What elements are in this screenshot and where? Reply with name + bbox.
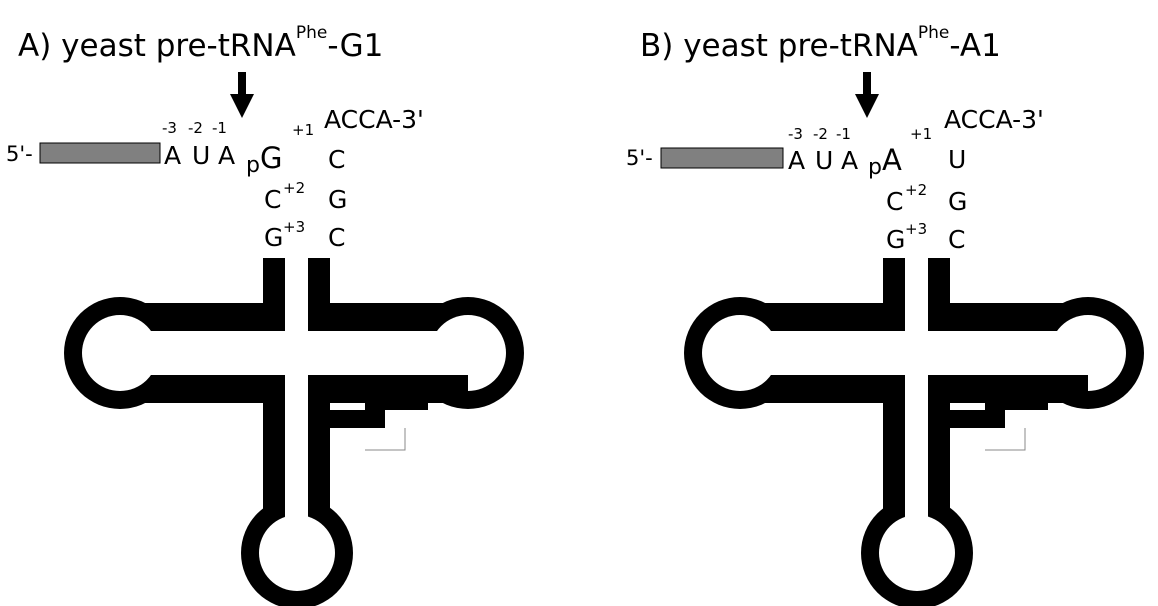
panel-a-acceptor-5p-nt-1: C — [264, 185, 281, 214]
panel-a-leader-pos-2: -2 — [188, 119, 203, 137]
panel-b-leader-pos-3: -1 — [836, 125, 851, 143]
panel-b-acceptor-5p-pos-1: +2 — [905, 181, 927, 199]
panel-a-leader-pos-3: -1 — [212, 119, 227, 137]
panel-a-five-prime-label: 5'- — [6, 142, 33, 166]
panel-b-acceptor-5p-pos-2: +3 — [905, 220, 927, 238]
panel-b-leader-box — [660, 147, 784, 169]
panel-b: B) yeast pre-tRNAPhe-A1 5'- -3 -2 -1 A U… — [626, 23, 1145, 606]
panel-b-leader-nt-3: A — [841, 146, 858, 175]
panel-a-leader-pos-1: -3 — [162, 119, 177, 137]
panel-b-leader-nt-1: A — [788, 146, 805, 175]
panel-a-leader-nt-3: A — [218, 141, 235, 170]
panel-a-acceptor-5p-pos-1: +2 — [283, 179, 305, 197]
panel-b-leader-pos-1: -3 — [788, 125, 803, 143]
panel-b-cleavage-arrow — [855, 72, 879, 118]
panel-a-acceptor-5p-pos-2: +3 — [283, 218, 305, 236]
panel-a-acceptor-3p-nt-3: C — [328, 223, 345, 252]
panel-a-cleavage-arrow — [230, 72, 254, 118]
panel-a-leader-nt-2: U — [192, 141, 210, 170]
panel-b-first-position: +1 — [910, 125, 932, 143]
panel-a-phosphate: p — [246, 153, 260, 178]
panel-a-trna-cloverleaf — [63, 257, 525, 606]
panel-b-five-prime-label: 5'- — [626, 146, 653, 170]
panel-a-first-position: +1 — [292, 121, 314, 139]
panel-a-three-prime-end: ACCA-3' — [324, 105, 424, 134]
panel-b-trna-cloverleaf — [683, 257, 1145, 606]
panel-b-acceptor-3p-nt-1: U — [948, 145, 966, 174]
panel-a-acceptor-3p-nt-1: C — [328, 145, 345, 174]
panel-a-acceptor-5p-nt-2: G — [264, 223, 283, 252]
panel-a-title: A) yeast pre-tRNAPhe-G1 — [18, 23, 383, 64]
panel-b-acceptor-5p-nt-1: C — [886, 187, 903, 216]
panel-a-leader-nt-1: A — [164, 141, 181, 170]
panel-b-leader-pos-2: -2 — [813, 125, 828, 143]
panel-b-acceptor-3p-nt-3: C — [948, 225, 965, 254]
panel-b-acceptor-5p-nt-2: G — [886, 225, 905, 254]
panel-a-leader-box — [39, 142, 161, 164]
panel-b-three-prime-end: ACCA-3' — [944, 105, 1044, 134]
panel-b-title: B) yeast pre-tRNAPhe-A1 — [640, 23, 1001, 64]
panel-b-first-nucleotide: A — [882, 143, 902, 177]
panel-b-acceptor-3p-nt-2: G — [948, 187, 967, 216]
panel-a: A) yeast pre-tRNAPhe-G1 5'- -3 -2 -1 A U… — [6, 23, 525, 606]
panel-a-acceptor-3p-nt-2: G — [328, 185, 347, 214]
panel-b-leader-nt-2: U — [815, 146, 833, 175]
panel-a-first-nucleotide: G — [260, 141, 282, 175]
panel-b-phosphate: p — [868, 155, 882, 180]
